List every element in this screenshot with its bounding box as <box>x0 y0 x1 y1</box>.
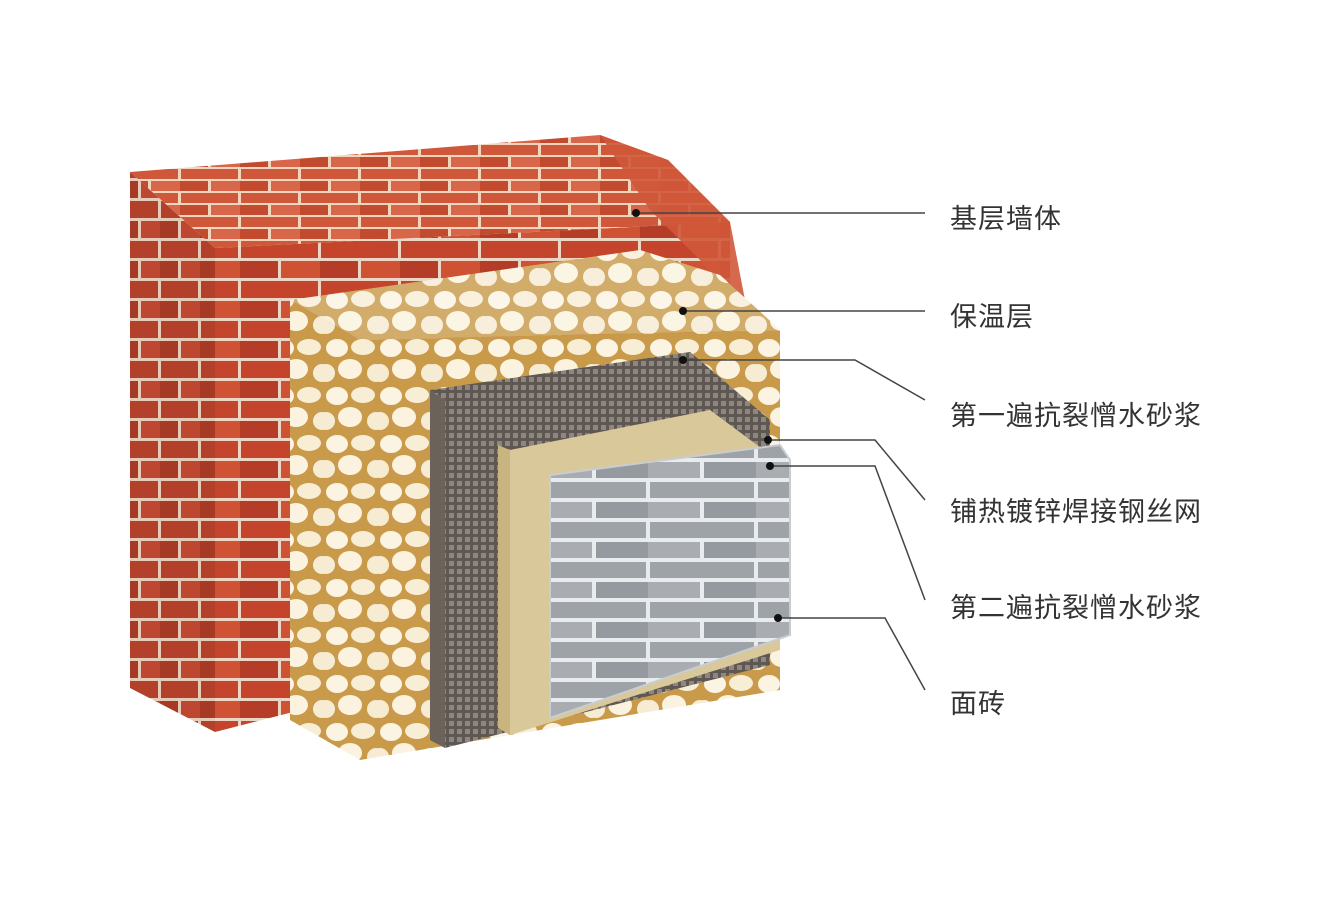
dot-mortar-2 <box>766 462 774 470</box>
leader-line-face-tile <box>778 617 926 691</box>
dot-face-tile <box>774 614 782 622</box>
leader-line-mortar-2 <box>770 465 926 601</box>
dot-insulation <box>679 307 687 315</box>
label-face-tile: 面砖 <box>950 689 1006 720</box>
label-base-wall: 基层墙体 <box>950 204 1062 235</box>
label-wire-mesh: 铺热镀锌焊接钢丝网 <box>950 497 1202 528</box>
dot-wire-mesh <box>764 436 772 444</box>
face-tile-block <box>549 443 791 720</box>
label-mortar-1: 第一遍抗裂憎水砂浆 <box>950 401 1202 432</box>
leader-line-wire-mesh <box>768 439 926 501</box>
label-mortar-2: 第二遍抗裂憎水砂浆 <box>950 593 1202 624</box>
dot-mortar-1 <box>679 356 687 364</box>
label-insulation: 保温层 <box>950 302 1034 333</box>
dot-base-wall <box>632 209 640 217</box>
leader-line-mortar-1 <box>683 359 926 401</box>
leader-lines <box>636 212 926 691</box>
marker-dots <box>632 209 782 622</box>
